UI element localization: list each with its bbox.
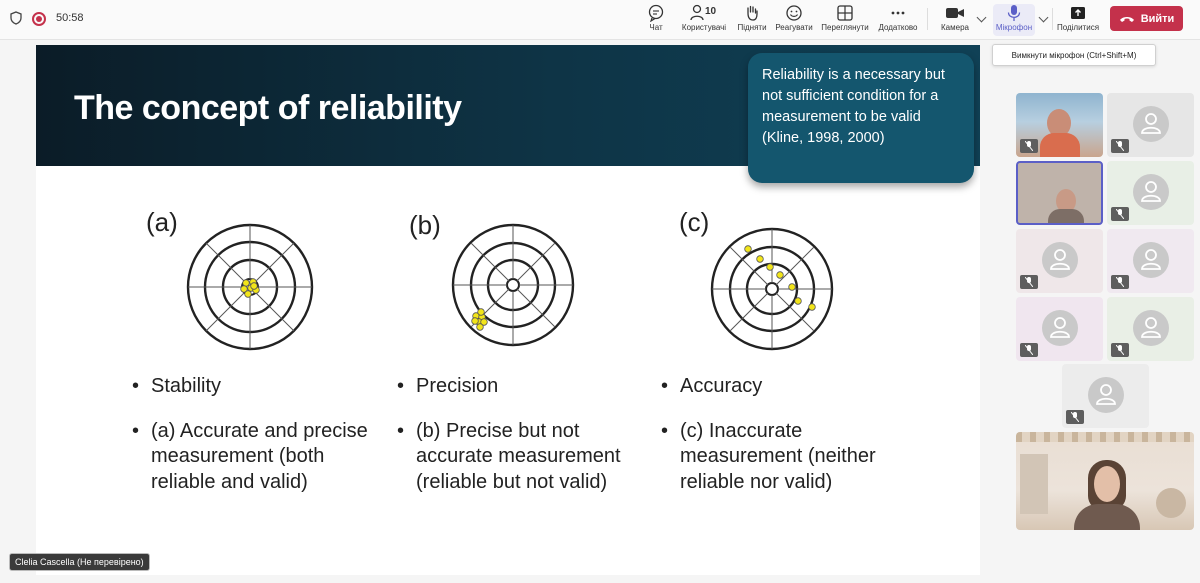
person-icon — [1050, 317, 1070, 338]
avatar — [1042, 310, 1078, 346]
participant-tile[interactable] — [1107, 93, 1194, 157]
avatar — [1042, 242, 1078, 278]
share-tray-icon — [1071, 7, 1085, 19]
more-dots-icon — [891, 11, 905, 15]
participant-tile[interactable] — [1062, 364, 1149, 428]
slide-callout: Reliability is a necessary but not suffi… — [748, 53, 974, 183]
bullet-item: Precision — [397, 374, 637, 400]
panel-a-label: (a) — [146, 207, 178, 237]
phone-hangup-icon — [1119, 16, 1134, 22]
bullet-item: Accuracy — [661, 374, 921, 400]
hand-icon — [747, 5, 758, 21]
panel-b-label: (b) — [409, 210, 441, 240]
target-diagram-a — [186, 223, 314, 351]
chair — [1156, 488, 1186, 518]
participant-tile[interactable] — [1107, 229, 1194, 293]
share-button[interactable]: Поділитися — [1056, 4, 1100, 36]
presenter-name-label: Clelia Cascella (Не перевірено) — [9, 553, 150, 571]
chat-button[interactable]: Чат — [642, 4, 670, 36]
shield-icon — [10, 11, 22, 25]
participant-tile[interactable] — [1107, 297, 1194, 361]
avatar — [1133, 310, 1169, 346]
microphone-tooltip: Вимкнути мікрофон (Ctrl+Shift+M) — [992, 44, 1156, 66]
person-icon — [1141, 181, 1161, 202]
self-video-preview[interactable] — [1016, 432, 1194, 530]
participant-video-tile-active[interactable] — [1016, 161, 1103, 225]
participant-video-tile[interactable] — [1016, 93, 1103, 157]
microphone-button[interactable]: Мікрофон — [993, 4, 1035, 36]
shoulders — [1074, 504, 1140, 530]
panel-c-label: (c) — [679, 207, 710, 237]
person-icon — [1141, 317, 1161, 338]
muted-mic-icon — [1020, 343, 1038, 357]
person-icon — [1141, 113, 1161, 134]
bullet-item: Stability — [132, 374, 372, 400]
leave-label: Вийти — [1140, 12, 1175, 25]
shared-slide: The concept of reliability Reliability i… — [36, 45, 980, 575]
recording-icon — [32, 12, 46, 26]
people-icon — [690, 4, 704, 21]
slide-title: The concept of reliability — [74, 89, 462, 127]
raise-hand-button[interactable]: Підняти — [736, 4, 768, 36]
react-button[interactable]: Реагувати — [774, 4, 814, 36]
avatar — [1133, 242, 1169, 278]
person-icon — [1050, 249, 1070, 270]
camera-options-chevron-icon[interactable] — [976, 12, 987, 23]
participant-tile[interactable] — [1016, 229, 1103, 293]
avatar — [1133, 106, 1169, 142]
muted-mic-icon — [1111, 343, 1129, 357]
muted-mic-icon — [1020, 275, 1038, 289]
participant-tile[interactable] — [1016, 297, 1103, 361]
chat-icon — [648, 4, 664, 22]
window — [1020, 454, 1048, 514]
bullet-item: (c) Inaccurate measurement (neither reli… — [661, 419, 921, 496]
participant-tile[interactable] — [1107, 161, 1194, 225]
bullet-item: (a) Accurate and precise measurement (bo… — [132, 419, 372, 496]
avatar — [1133, 174, 1169, 210]
view-button[interactable]: Переглянути — [820, 4, 870, 36]
people-button[interactable]: 10 Користувачі — [681, 4, 727, 32]
target-diagram-c — [710, 227, 834, 351]
more-button[interactable]: Додатково — [876, 4, 920, 36]
toolbar-separator — [1052, 8, 1053, 30]
people-count: 10 — [705, 6, 717, 17]
face — [1094, 466, 1120, 502]
muted-mic-icon — [1111, 139, 1129, 153]
microphone-icon — [1007, 5, 1021, 21]
panel-a-bullets: Stability (a) Accurate and precise measu… — [132, 374, 372, 514]
toolbar-separator — [927, 8, 928, 30]
target-diagram-b — [451, 223, 575, 347]
participant-body — [1040, 133, 1080, 157]
avatar — [1088, 377, 1124, 413]
camera-icon — [946, 8, 964, 18]
meeting-toolbar: 50:58 Чат 10 Користувачі Підняти Реагува… — [0, 0, 1200, 40]
muted-mic-icon — [1020, 139, 1038, 153]
bullet-item: (b) Precise but not accurate measurement… — [397, 419, 637, 496]
panel-b-bullets: Precision (b) Precise but not accurate m… — [397, 374, 637, 514]
person-icon — [1141, 249, 1161, 270]
participant-face — [1056, 189, 1076, 213]
participant-face — [1047, 109, 1071, 137]
smiley-icon — [786, 5, 802, 21]
muted-mic-icon — [1066, 410, 1084, 424]
panel-c-bullets: Accuracy (c) Inaccurate measurement (nei… — [661, 374, 921, 514]
participant-body — [1048, 209, 1084, 223]
leave-button[interactable]: Вийти — [1110, 6, 1183, 31]
ceiling-beams — [1016, 432, 1194, 442]
meeting-timer: 50:58 — [56, 12, 84, 24]
grid-view-icon — [837, 5, 853, 21]
microphone-options-chevron-icon[interactable] — [1038, 12, 1049, 23]
camera-button[interactable]: Камера — [938, 4, 972, 36]
person-icon — [1096, 384, 1116, 405]
muted-mic-icon — [1111, 207, 1129, 221]
muted-mic-icon — [1111, 275, 1129, 289]
